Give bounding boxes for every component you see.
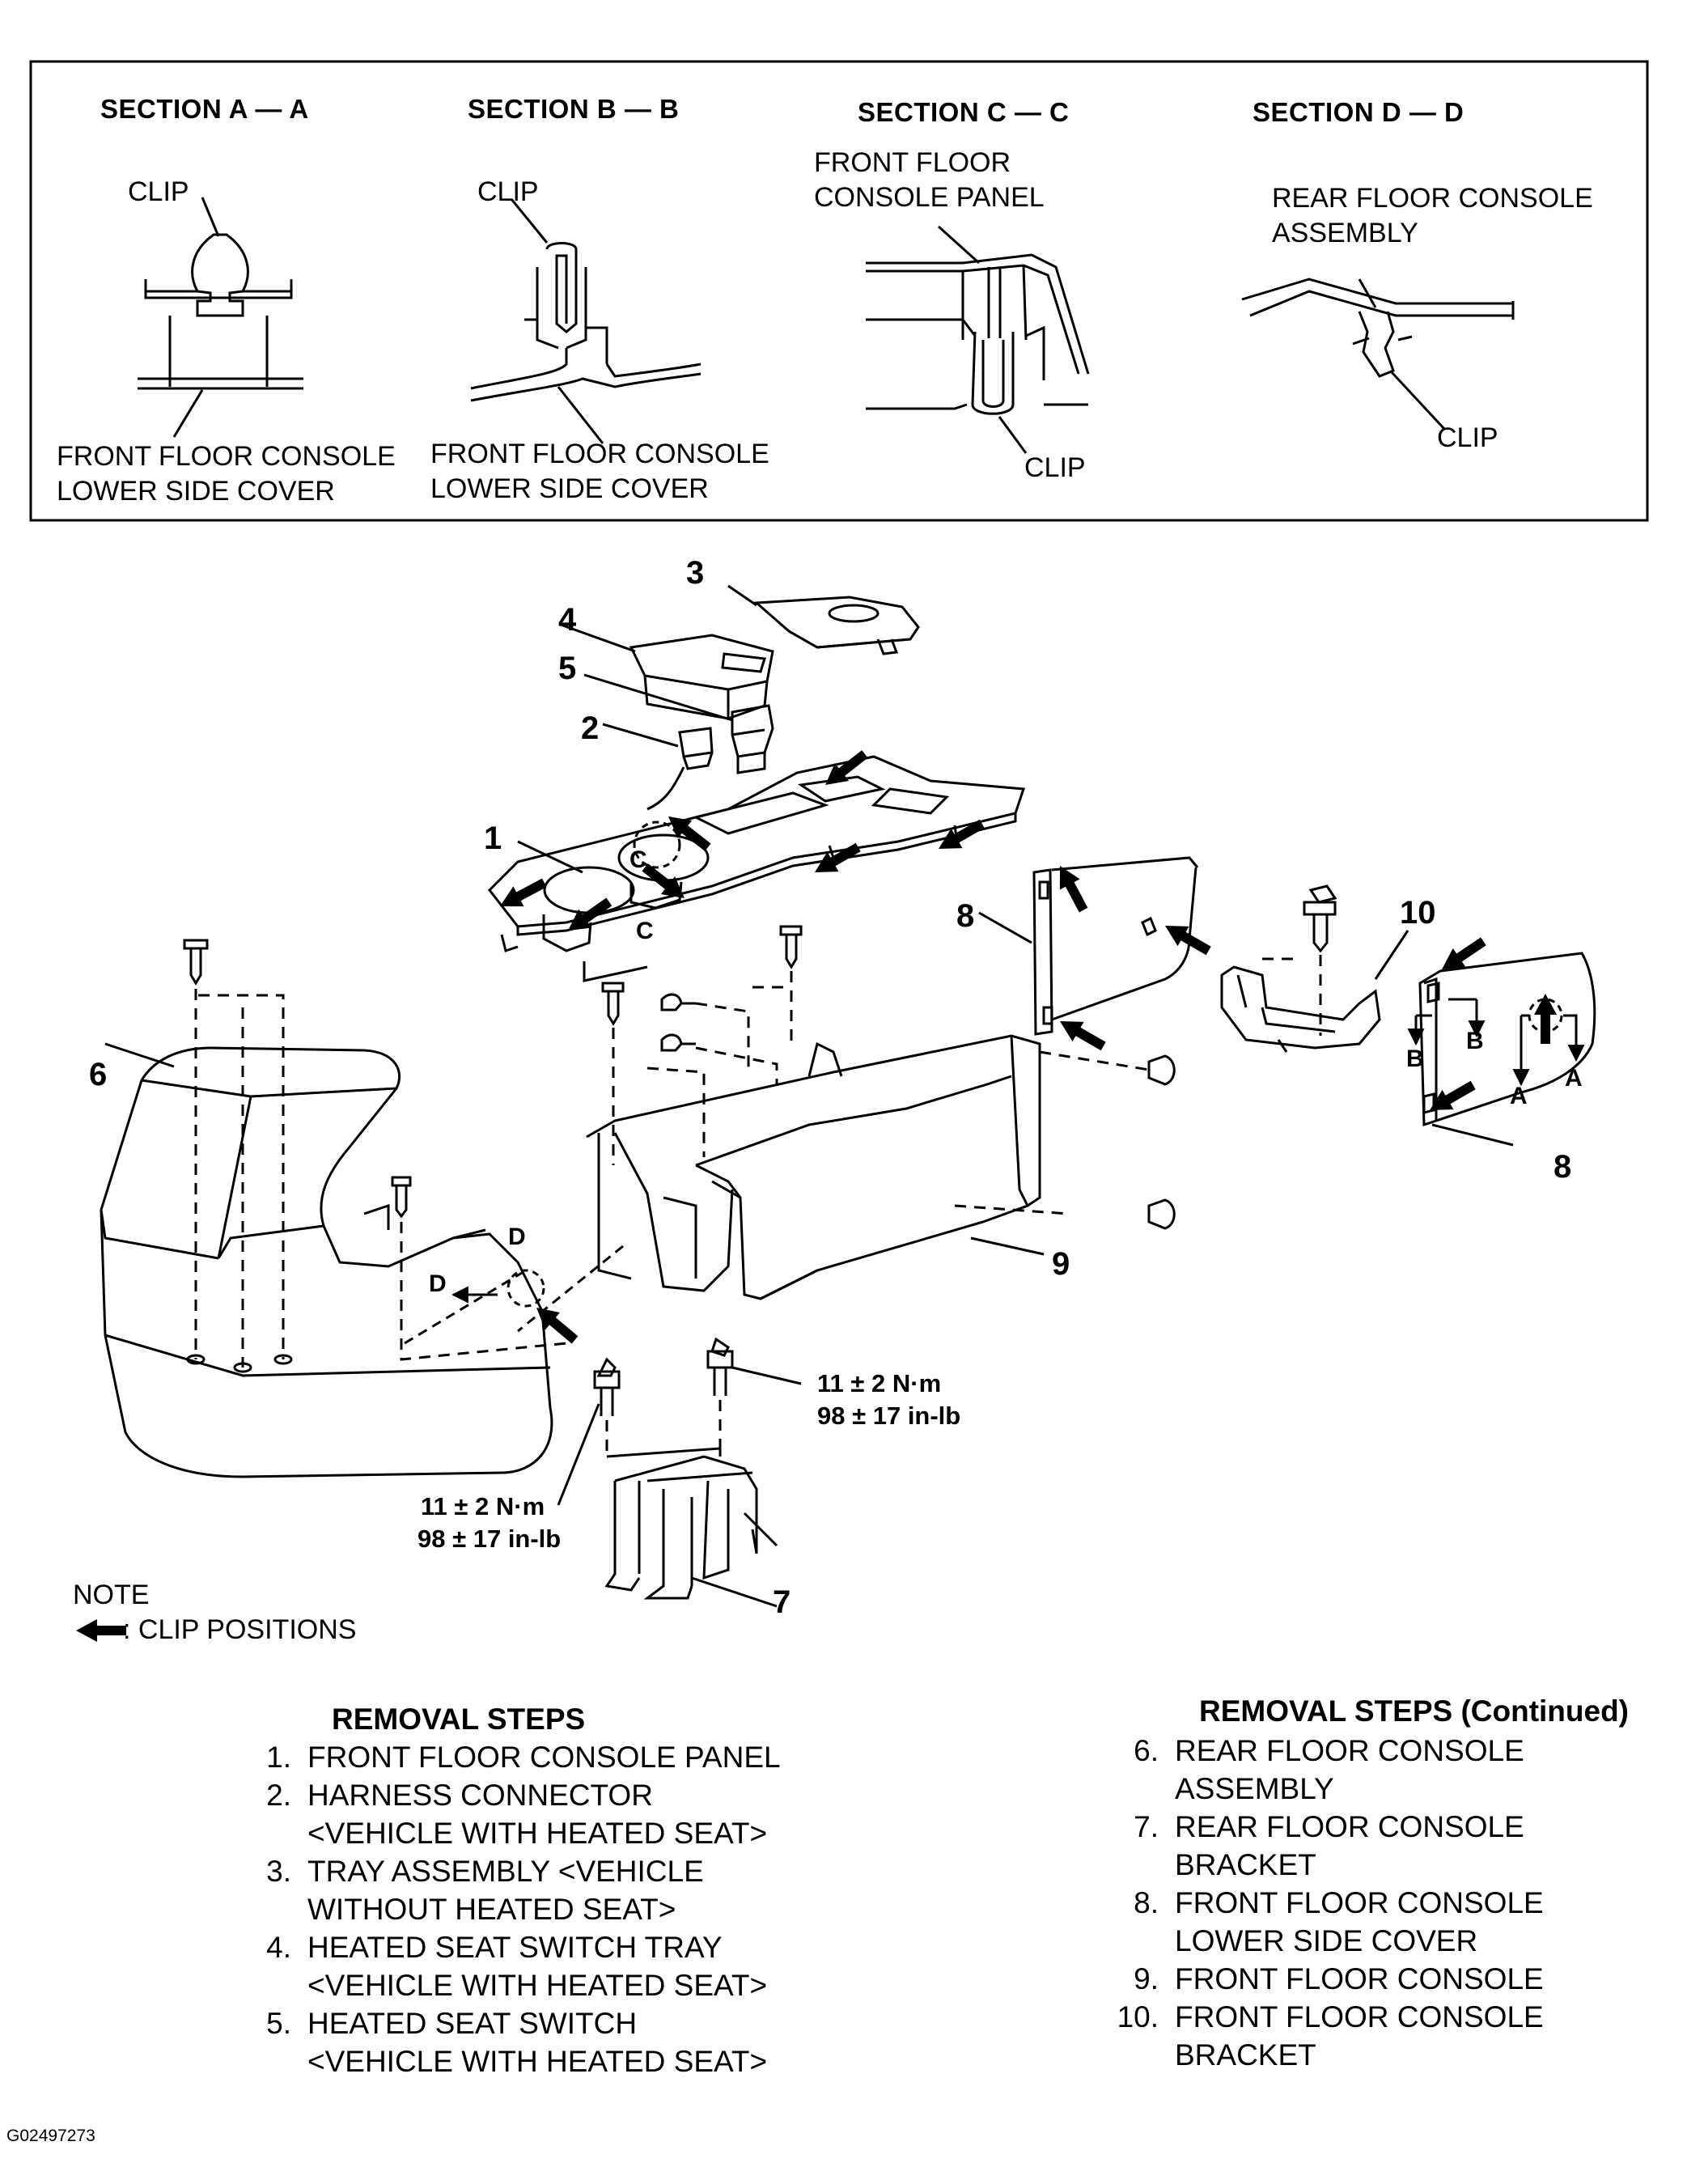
removal-steps-heading: REMOVAL STEPS — [332, 1703, 586, 1736]
removal-step-1-number: 1. — [266, 1741, 291, 1774]
callout-8-left: 8 — [956, 898, 975, 934]
removal-step-9-number: 9. — [1134, 1962, 1159, 1995]
torque-lower-inlb: 98 ± 17 in-lb — [418, 1525, 562, 1553]
callout-9: 9 — [1052, 1246, 1070, 1282]
note-legend-arrow — [76, 1619, 126, 1642]
screws-part-9 — [601, 925, 803, 1165]
section-b-clip-label: CLIP — [477, 176, 539, 207]
sections-frame — [29, 60, 1649, 522]
removal-step-9-text-1: FRONT FLOOR CONSOLE — [1175, 1962, 1544, 1995]
removal-step-3-number: 3. — [266, 1855, 291, 1888]
part-8-side-cover-right — [1407, 952, 1596, 1147]
view-letter-a-left: A — [1510, 1083, 1528, 1109]
view-letter-d-lower: D — [429, 1270, 447, 1297]
callout-8-right: 8 — [1553, 1149, 1572, 1185]
section-d-part-label-2: ASSEMBLY — [1272, 218, 1418, 248]
part-10-bracket — [1220, 884, 1409, 1053]
removal-step-3-text-2: WITHOUT HEATED SEAT> — [307, 1893, 676, 1926]
removal-step-7-text-1: REAR FLOOR CONSOLE — [1175, 1810, 1524, 1843]
section-c-title: SECTION C — C — [858, 97, 1070, 127]
callout-7: 7 — [773, 1584, 791, 1620]
section-b-part-label-2: LOWER SIDE COVER — [430, 473, 709, 504]
torque-upper-nm: 11 ± 2 N·m — [817, 1369, 942, 1397]
section-d-drawing — [1241, 278, 1515, 430]
torque-lower-nm: 11 ± 2 N·m — [421, 1492, 545, 1520]
removal-step-8-text-2: LOWER SIDE COVER — [1175, 1924, 1478, 1957]
part-5-switch — [583, 673, 774, 774]
removal-step-5-number: 5. — [266, 2007, 291, 2040]
section-d-clip-label: CLIP — [1437, 422, 1498, 453]
callout-10: 10 — [1400, 895, 1436, 931]
removal-step-10-number: 10. — [1117, 2000, 1159, 2033]
removal-step-2-number: 2. — [266, 1779, 291, 1812]
part-9-front-console — [517, 1034, 1176, 1333]
removal-steps-continued-heading: REMOVAL STEPS (Continued) — [1199, 1694, 1630, 1728]
callout-1: 1 — [484, 821, 502, 856]
removal-step-4-text-1: HEATED SEAT SWITCH TRAY — [307, 1931, 723, 1964]
removal-step-6-text-2: ASSEMBLY — [1175, 1772, 1334, 1805]
view-letter-b-left: B — [1406, 1045, 1424, 1072]
removal-step-4-number: 4. — [266, 1931, 291, 1964]
removal-step-7-number: 7. — [1134, 1810, 1159, 1843]
removal-step-8-number: 8. — [1134, 1886, 1159, 1919]
part-1-console-panel — [488, 755, 1026, 982]
section-c-clip-label: CLIP — [1024, 452, 1086, 483]
part-7-bracket — [557, 1337, 802, 1608]
section-d-title: SECTION D — D — [1253, 97, 1464, 127]
section-a-title: SECTION A — A — [100, 94, 309, 124]
view-letter-d-upper: D — [508, 1223, 526, 1250]
section-c-part-label-2: CONSOLE PANEL — [814, 182, 1045, 213]
section-a-part-label-2: LOWER SIDE COVER — [57, 476, 335, 507]
callout-2: 2 — [581, 710, 600, 746]
removal-step-1-text: FRONT FLOOR CONSOLE PANEL — [307, 1741, 781, 1774]
view-letter-b-right: B — [1466, 1028, 1484, 1054]
section-c-drawing — [866, 225, 1090, 454]
callout-3: 3 — [686, 555, 705, 591]
section-c-part-label-1: FRONT FLOOR — [814, 147, 1011, 178]
removal-step-10-text-1: FRONT FLOOR CONSOLE — [1175, 2000, 1544, 2033]
section-b-part-label-1: FRONT FLOOR CONSOLE — [430, 439, 769, 469]
section-b-drawing — [470, 198, 702, 444]
callout-6: 6 — [89, 1057, 108, 1092]
removal-step-7-text-2: BRACKET — [1175, 1848, 1316, 1881]
note-legend-text: : CLIP POSITIONS — [123, 1614, 357, 1645]
removal-step-4-text-2: <VEHICLE WITH HEATED SEAT> — [307, 1969, 768, 2002]
view-letter-c-upper: C — [629, 846, 647, 873]
callout-4: 4 — [558, 602, 577, 638]
removal-step-6-number: 6. — [1134, 1734, 1159, 1767]
section-d-part-label-1: REAR FLOOR CONSOLE — [1272, 183, 1593, 214]
removal-step-2-text-1: HARNESS CONNECTOR — [307, 1779, 653, 1812]
screws-part-6 — [183, 939, 567, 1373]
section-a-part-label-1: FRONT FLOOR CONSOLE — [57, 441, 396, 472]
section-a-clip-label: CLIP — [128, 176, 189, 207]
section-b-title: SECTION B — B — [468, 94, 680, 124]
part-4-switch-tray — [560, 623, 774, 720]
part-3-tray — [727, 584, 920, 655]
removal-step-5-text-1: HEATED SEAT SWITCH — [307, 2007, 638, 2040]
part-6-rear-console — [100, 1042, 553, 1478]
removal-step-6-text-1: REAR FLOOR CONSOLE — [1175, 1734, 1524, 1767]
removal-step-10-text-2: BRACKET — [1175, 2038, 1316, 2072]
part-2-harness — [602, 723, 714, 811]
section-a-drawing — [138, 197, 303, 438]
removal-step-3-text-1: TRAY ASSEMBLY <VEHICLE — [307, 1855, 704, 1888]
view-letter-a-right: A — [1565, 1065, 1583, 1092]
note-title: NOTE — [73, 1580, 150, 1610]
removal-step-2-text-2: <VEHICLE WITH HEATED SEAT> — [307, 1817, 768, 1850]
removal-step-5-text-2: <VEHICLE WITH HEATED SEAT> — [307, 2045, 768, 2078]
torque-upper-inlb: 98 ± 17 in-lb — [817, 1402, 961, 1430]
callout-5: 5 — [558, 651, 577, 686]
removal-step-8-text-1: FRONT FLOOR CONSOLE — [1175, 1886, 1544, 1919]
part-8-side-cover-left — [978, 856, 1199, 1036]
view-letter-c-lower: C — [636, 918, 654, 944]
figure-id: G02497273 — [6, 2127, 95, 2145]
